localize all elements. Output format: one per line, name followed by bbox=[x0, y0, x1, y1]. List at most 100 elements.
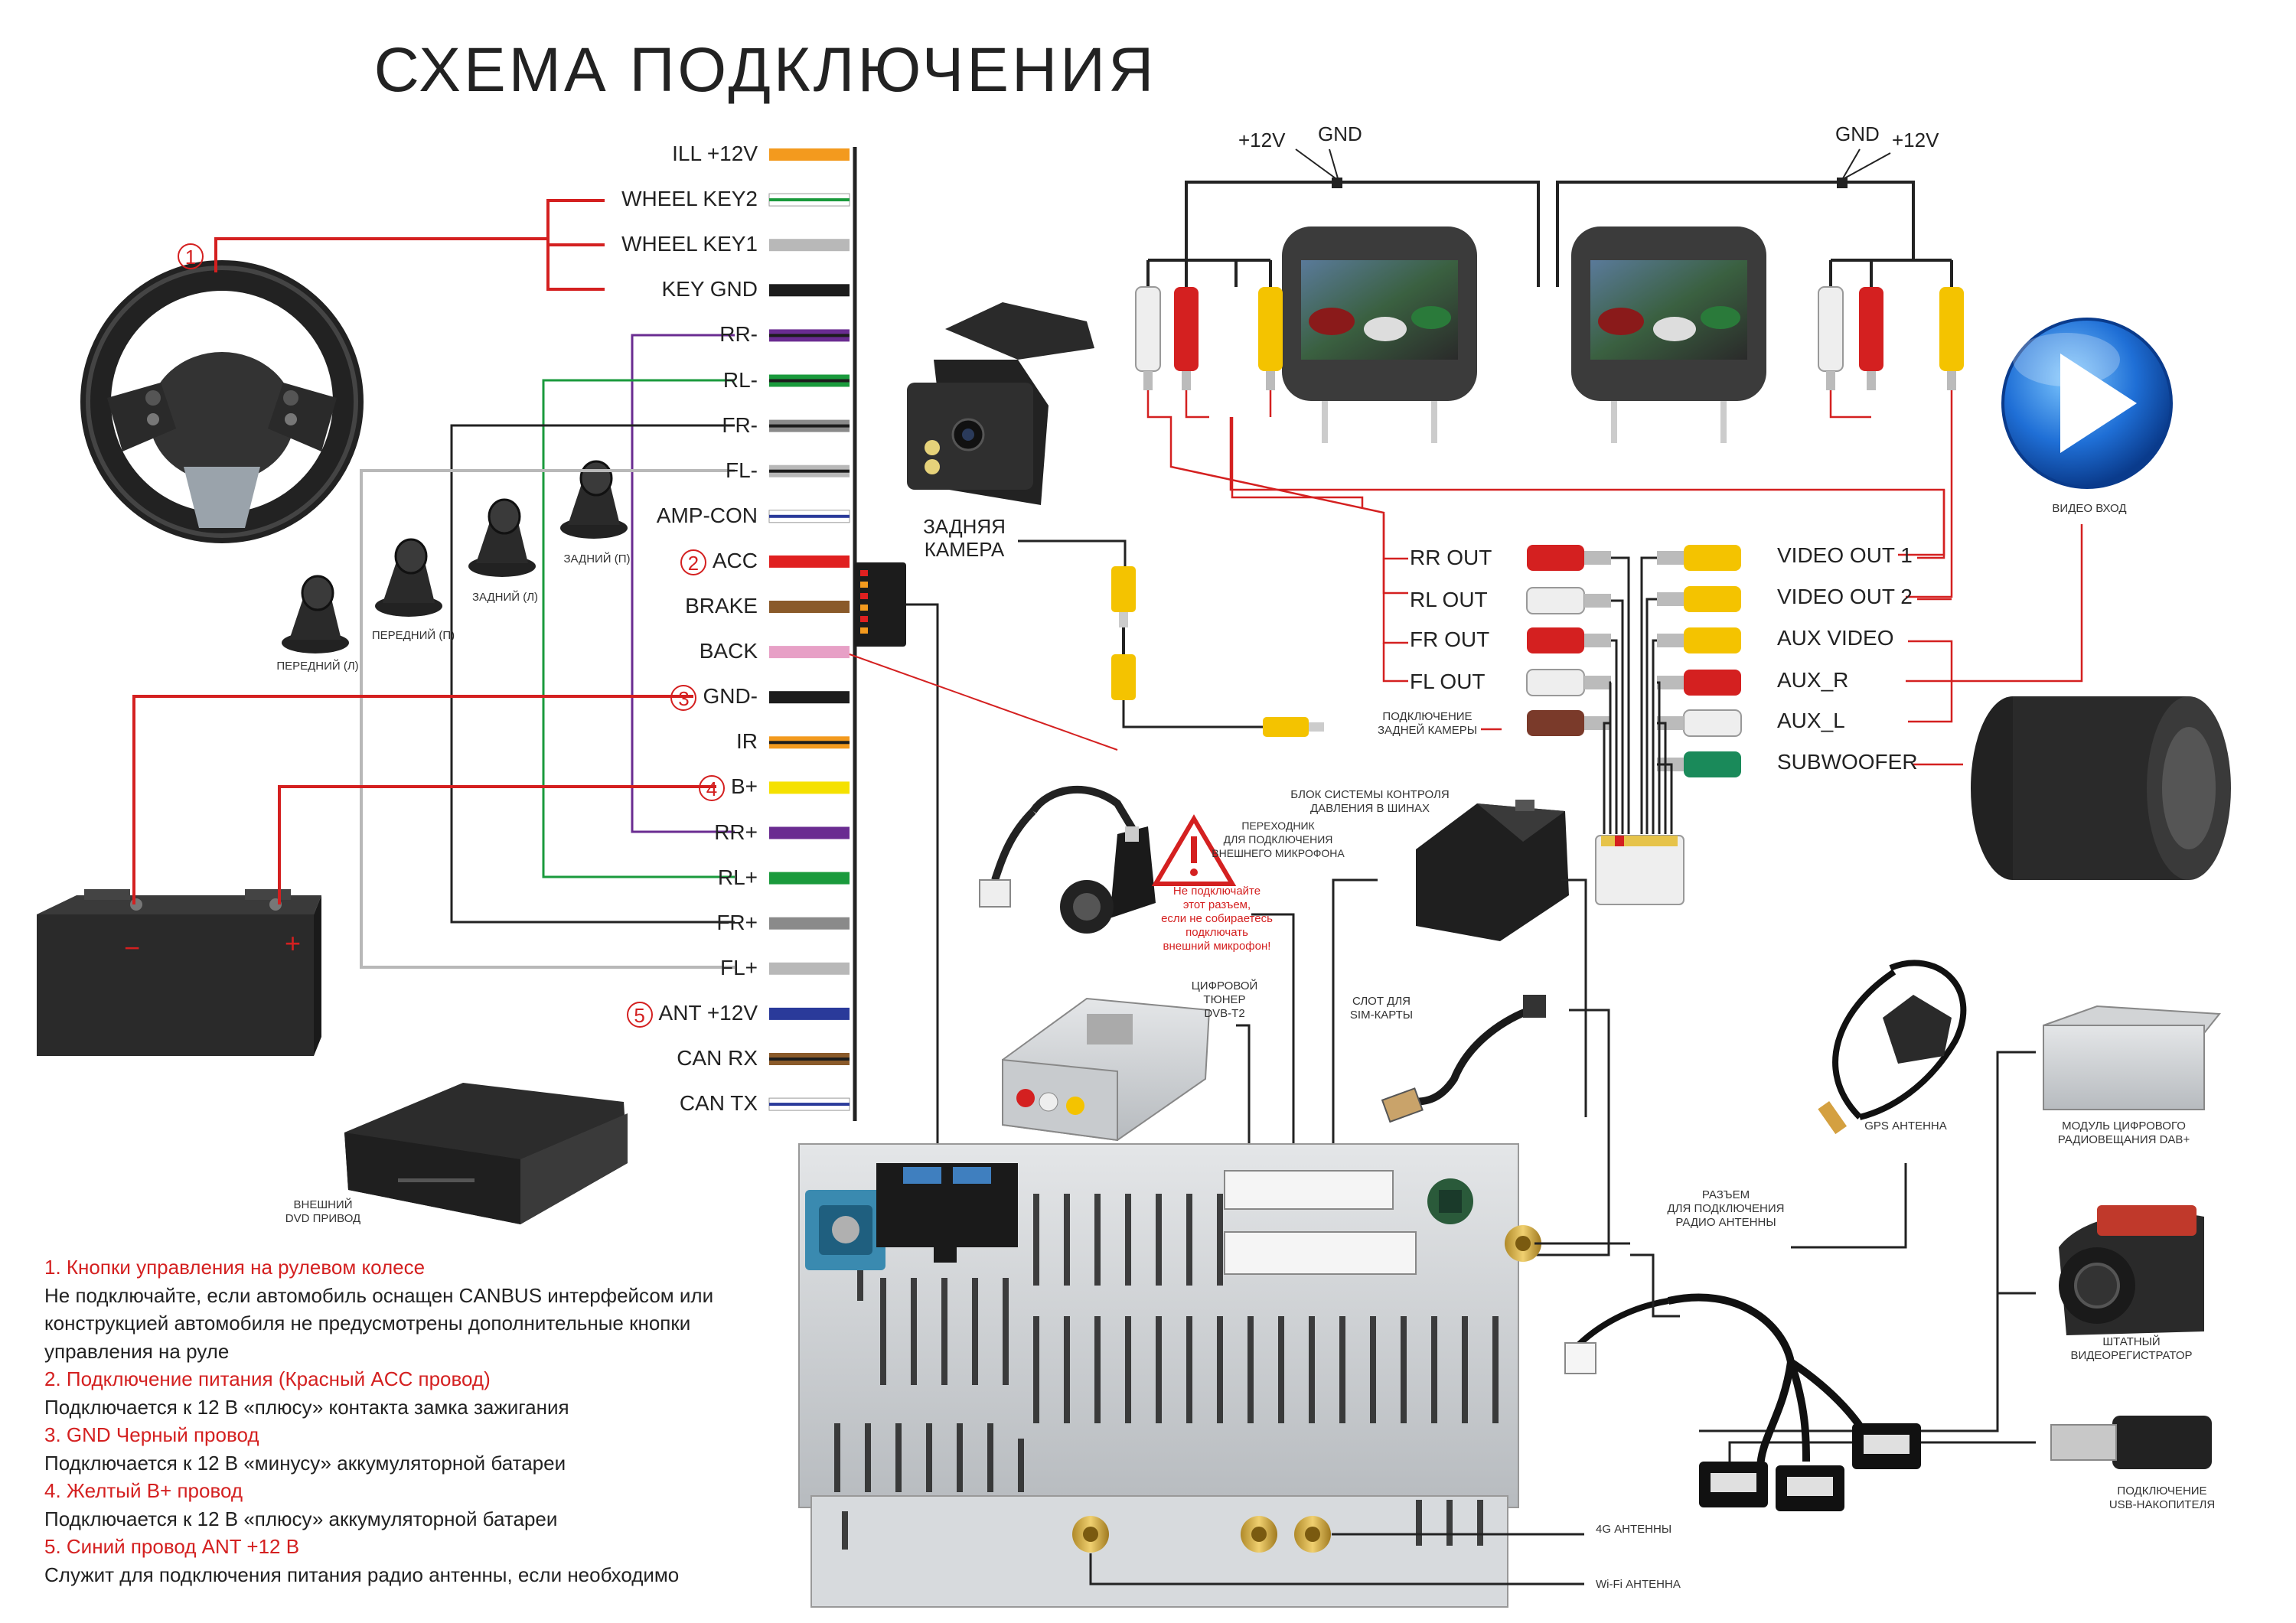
wire-12 bbox=[769, 691, 850, 704]
rca-right-label-3: AUX_R bbox=[1777, 668, 1849, 692]
wire-label-text-20: CAN RX bbox=[677, 1046, 758, 1070]
wire-label-text-11: BACK bbox=[699, 639, 758, 663]
monitor-left-12v-label: +12V bbox=[1238, 129, 1286, 152]
monitor-left-rca bbox=[1135, 286, 1283, 390]
speaker-rear-left-icon bbox=[468, 498, 536, 577]
note-2-text: Подключается к 12 В «плюсу» контакта зам… bbox=[44, 1395, 569, 1419]
tpms-label: БЛОК СИСТЕМЫ КОНТРОЛЯ ДАВЛЕНИЯ В ШИНАХ bbox=[1290, 788, 1450, 815]
rca-left-label-1: RL OUT bbox=[1410, 588, 1488, 611]
wire-label-text-2: WHEEL KEY1 bbox=[621, 232, 758, 256]
wire-label-16: RL+ bbox=[528, 865, 758, 891]
note-5-heading: 5. Синий провод ANT +12 В bbox=[44, 1535, 300, 1558]
speaker-rear-right-icon bbox=[560, 460, 628, 539]
wire-label-text-10: BRAKE bbox=[685, 594, 758, 618]
monitor-right-12v-label: +12V bbox=[1892, 129, 1939, 152]
wire-label-5: RL- bbox=[528, 367, 758, 393]
wire-label-text-16: RL+ bbox=[717, 865, 758, 889]
wire-11 bbox=[769, 646, 850, 659]
dashcam-label: ШТАТНЫЙ ВИДЕОРЕГИСТРАТОР bbox=[2070, 1335, 2193, 1362]
dvd-drive-label: ВНЕШНИЙ DVD ПРИВОД bbox=[285, 1198, 361, 1225]
wire-label-text-18: FL+ bbox=[719, 955, 758, 979]
speaker-rear-right-label: ЗАДНИЙ (П) bbox=[563, 552, 631, 565]
speaker-rear-left-label: ЗАДНИЙ (Л) bbox=[471, 591, 539, 604]
wire-label-2: WHEEL KEY1 bbox=[528, 231, 758, 257]
wire-9 bbox=[769, 555, 850, 568]
wire-callout-number-12: 3 bbox=[670, 684, 697, 711]
speaker-front-right-label: ПЕРЕДНИЙ (П) bbox=[371, 629, 455, 642]
wire-label-text-4: RR- bbox=[719, 322, 758, 347]
wire-stripe-13 bbox=[769, 741, 850, 745]
rca-left-label-3: FL OUT bbox=[1410, 670, 1486, 693]
speaker-front-right-icon bbox=[375, 538, 442, 617]
wire-label-text-7: FL- bbox=[726, 458, 758, 482]
rca-right-label-1: VIDEO OUT 2 bbox=[1777, 585, 1913, 608]
wire-label-text-13: IR bbox=[736, 729, 758, 754]
wire-label-text-15: RR+ bbox=[714, 820, 758, 844]
rear-camera-label: ЗАДНЯЯ КАМЕРА bbox=[915, 515, 1014, 561]
radio-antenna-connector-label: РАЗЪЕМ ДЛЯ ПОДКЛЮЧЕНИЯ РАДИО АНТЕННЫ bbox=[1667, 1188, 1785, 1229]
mic-warning-text: Не подключайте этот разъем, если не соби… bbox=[1161, 885, 1273, 953]
page-title: СХЕМА ПОДКЛЮЧЕНИЯ bbox=[373, 35, 1157, 105]
wire-label-text-19: ANT +12V bbox=[658, 1000, 758, 1025]
dab-module bbox=[1699, 1005, 2221, 1432]
video-input-icon bbox=[2001, 318, 2173, 489]
rca-right-label-5: SUBWOOFER bbox=[1777, 750, 1918, 774]
rca-right-label-0: VIDEO OUT 1 bbox=[1777, 543, 1913, 567]
wire-stripe-4 bbox=[769, 334, 850, 337]
rear-camera bbox=[907, 302, 1094, 505]
4g-antenna-label: 4G АНТЕННЫ bbox=[1596, 1523, 1672, 1536]
wire-label-11: BACK bbox=[528, 638, 758, 664]
headrest-monitor-right bbox=[1571, 227, 1766, 443]
video-input-label: ВИДЕО ВХОД bbox=[2052, 502, 2127, 515]
note-1-text: Не подключайте, если автомобиль оснащен … bbox=[44, 1283, 714, 1363]
speaker-front-left-label: ПЕРЕДНИЙ (Л) bbox=[276, 660, 359, 673]
wire-stripe-5 bbox=[769, 379, 850, 383]
wire-label-text-12: GND- bbox=[703, 684, 758, 709]
wire-18 bbox=[769, 962, 850, 975]
speaker-front-left-icon bbox=[282, 575, 349, 653]
external-dvd-drive bbox=[344, 1083, 628, 1224]
wire-19 bbox=[769, 1007, 850, 1020]
gps-antenna-label: GPS АНТЕННА bbox=[1864, 1119, 1947, 1133]
wire-label-8: AMP-CON bbox=[528, 503, 758, 529]
wire-10 bbox=[769, 601, 850, 613]
wire-label-21: CAN TX bbox=[528, 1090, 758, 1116]
wifi-antenna-label: Wi-Fi АНТЕННА bbox=[1596, 1578, 1681, 1591]
rear-camera-connection-label: ПОДКЛЮЧЕНИЕ ЗАДНЕЙ КАМЕРЫ bbox=[1377, 710, 1478, 737]
wire-callout-number-9: 2 bbox=[680, 549, 706, 575]
battery-minus-label: − bbox=[124, 932, 141, 963]
wire-label-text-5: RL- bbox=[722, 367, 758, 392]
headrest-monitor-left bbox=[1282, 227, 1477, 443]
wire-label-3: KEY GND bbox=[528, 276, 758, 302]
wire-label-15: RR+ bbox=[528, 820, 758, 846]
monitor-right-gnd-label: GND bbox=[1835, 122, 1880, 145]
wire-label-1: WHEEL KEY2 bbox=[528, 186, 758, 212]
wire-stripe-21 bbox=[769, 1103, 850, 1106]
battery bbox=[37, 889, 321, 1056]
wire-stripe-8 bbox=[769, 514, 850, 518]
rca-left-label-0: RR OUT bbox=[1410, 546, 1492, 569]
wire-2 bbox=[769, 239, 850, 252]
note-2-heading: 2. Подключение питания (Красный ACC пров… bbox=[44, 1367, 491, 1390]
wire-callout-number-14: 4 bbox=[698, 775, 725, 801]
wire-3 bbox=[769, 284, 850, 297]
monitor-left-gnd-label: GND bbox=[1318, 122, 1362, 145]
wire-label-4: RR- bbox=[528, 321, 758, 347]
wire-label-0: ILL +12V bbox=[528, 141, 758, 167]
mic-adapter-label: ПЕРЕХОДНИК ДЛЯ ПОДКЛЮЧЕНИЯ ВНЕШНЕГО МИКР… bbox=[1212, 820, 1345, 859]
gps-antenna bbox=[1818, 960, 1967, 1135]
rear-camera-label-line2: КАМЕРА bbox=[924, 538, 1005, 561]
note-3-heading: 3. GND Черный провод bbox=[44, 1423, 259, 1446]
wire-label-20: CAN RX bbox=[528, 1045, 758, 1071]
wire-15 bbox=[769, 826, 850, 839]
note-3-text: Подключается к 12 В «минусу» аккумулятор… bbox=[44, 1451, 566, 1475]
wire-stripe-20 bbox=[769, 1058, 850, 1061]
rca-right-label-2: AUX VIDEO bbox=[1777, 626, 1894, 650]
wire-16 bbox=[769, 872, 850, 885]
wire-label-text-1: WHEEL KEY2 bbox=[621, 187, 758, 211]
rca-output-block bbox=[1526, 545, 1742, 905]
wire-label-10: BRAKE bbox=[528, 593, 758, 619]
